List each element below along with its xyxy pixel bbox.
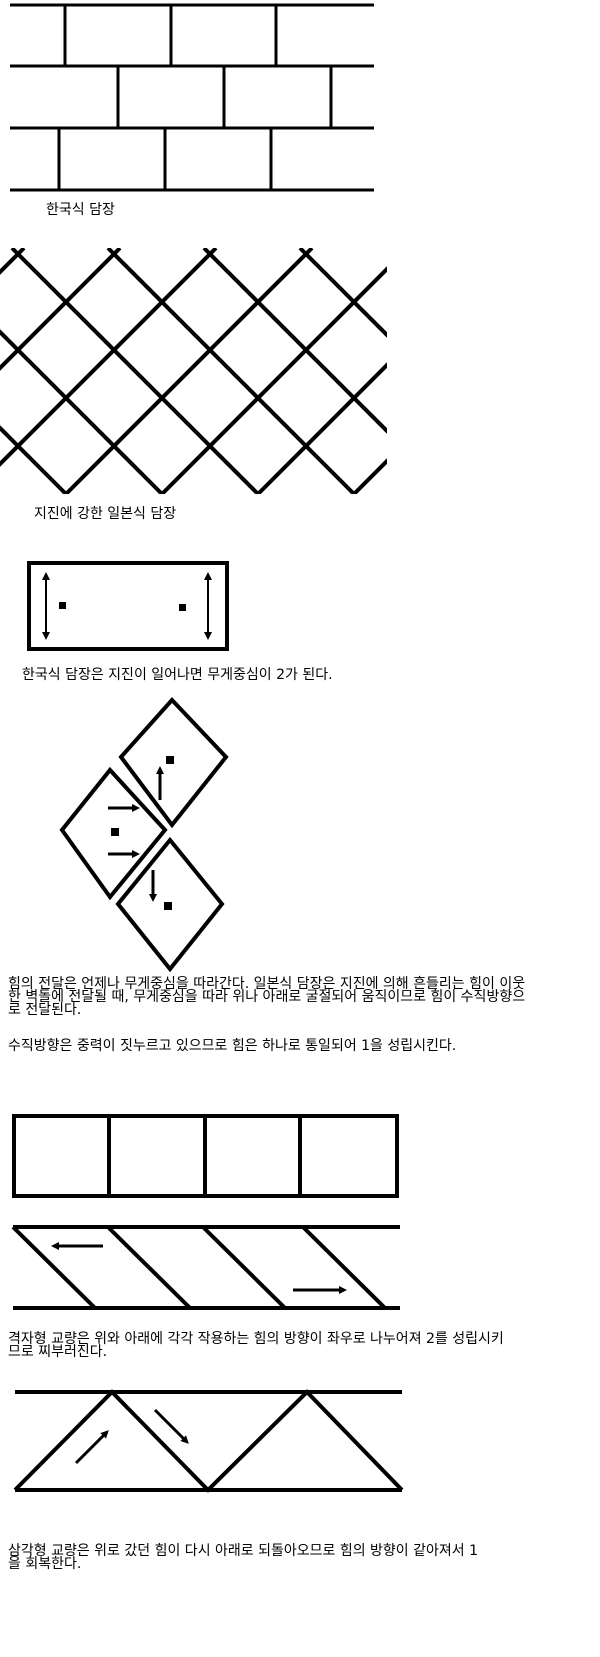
center-of-gravity xyxy=(59,602,66,609)
diamond-line xyxy=(396,248,600,494)
slanted-member xyxy=(301,1225,387,1310)
force-arrow-up-right xyxy=(74,1430,109,1465)
diamond-line xyxy=(0,329,164,494)
korean-wall-centers-caption: 한국식 담장은 지진이 일어나면 무게중심이 2가 된다. xyxy=(22,667,333,683)
slanted-member xyxy=(106,1225,192,1310)
brick-outline xyxy=(27,561,229,651)
center-of-gravity xyxy=(166,756,174,764)
japanese-wall-diagram xyxy=(0,248,600,494)
diamond-line xyxy=(64,248,314,494)
diamond-line xyxy=(0,248,26,275)
diamond-line xyxy=(0,425,68,494)
triangle-truss xyxy=(13,1389,404,1493)
center-of-gravity xyxy=(164,902,172,910)
diamond-line xyxy=(0,248,122,371)
diamond-line xyxy=(0,248,218,467)
slanted-bridge-diagram xyxy=(11,1225,400,1310)
slanted-member xyxy=(11,1225,97,1310)
diamond-brick-top xyxy=(118,697,229,829)
grid-bridge-caption: 격자형 교량은 위와 아래에 각각 작용하는 힘의 방향이 좌우로 나누어져 2… xyxy=(8,1331,504,1360)
diamond-line xyxy=(160,266,387,494)
force-transfer-paragraph-2: 수직방향은 중력이 짓누르고 있으므로 힘은 하나로 통일되어 1을 성립시킨다… xyxy=(8,1038,457,1054)
japanese-force-transfer-diagram xyxy=(59,697,229,973)
diamond-line xyxy=(256,362,387,494)
force-transfer-paragraph-1: 힘의 전달은 언제나 무게중심을 따라간다. 일본식 담장은 지진에 의해 흔들… xyxy=(8,976,526,1018)
japanese-wall-caption: 지진에 강한 일본식 담장 xyxy=(34,506,177,522)
force-arrow-down-right xyxy=(153,1408,189,1444)
grid-bridge-diagram xyxy=(12,1114,399,1198)
diamond-line xyxy=(106,248,356,494)
center-of-gravity xyxy=(111,828,119,836)
korean-wall-diagram xyxy=(10,3,374,192)
diamond-brick-left xyxy=(59,766,168,901)
triangle-bridge-diagram xyxy=(13,1389,404,1493)
triangle-bridge-caption: 삼각형 교량은 위로 갔던 힘이 다시 아래로 되돌아오므로 힘의 방향이 같아… xyxy=(8,1543,479,1572)
slanted-member xyxy=(201,1225,287,1310)
korean-brick-centers-diagram xyxy=(27,561,229,651)
korean-wall-caption: 한국식 담장 xyxy=(46,202,115,218)
diamond-line xyxy=(352,458,387,494)
diamond-line xyxy=(298,248,387,338)
diamond-brick-bottom xyxy=(115,836,225,973)
diamond-line xyxy=(10,248,260,494)
diamond-line xyxy=(202,248,387,434)
center-of-gravity xyxy=(179,604,186,611)
